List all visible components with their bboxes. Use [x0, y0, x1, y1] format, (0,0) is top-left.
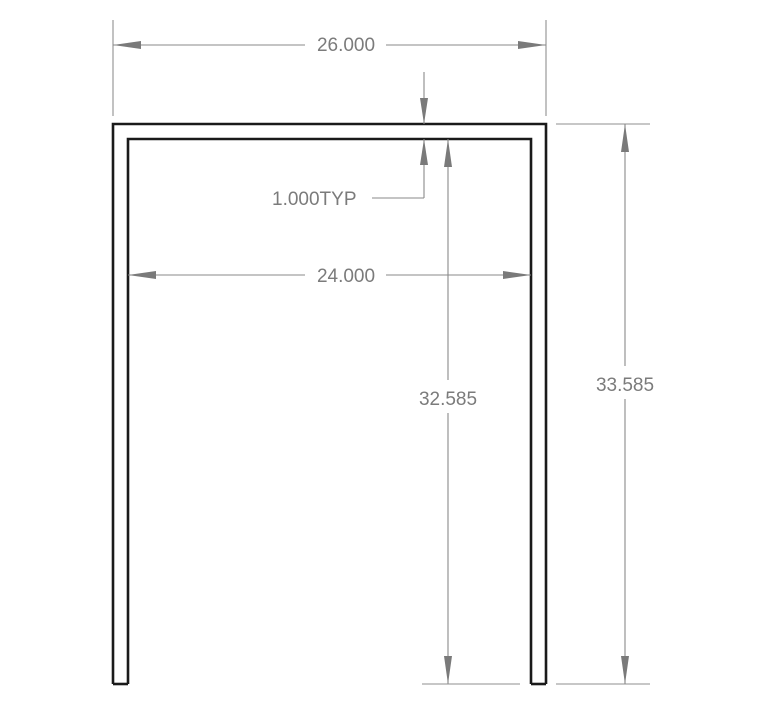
- inner-height-dimension: 32.585: [419, 139, 520, 685]
- inner-width-dimension: 24.000: [128, 266, 531, 287]
- overall-width-label: 26.000: [317, 35, 375, 56]
- thickness-arrowhead-down: [420, 98, 428, 124]
- arrowhead-right: [503, 271, 531, 279]
- arrowhead-left: [128, 271, 156, 279]
- inner-height-label: 32.585: [419, 389, 477, 410]
- arrowhead-bottom: [444, 656, 452, 684]
- overall-height-label: 33.585: [596, 375, 654, 396]
- thickness-label: 1.000TYP: [272, 189, 357, 210]
- arrowhead-top: [621, 124, 629, 152]
- overall-width-dimension: 26.000: [112, 20, 547, 116]
- arrowhead-right: [518, 41, 546, 49]
- arrowhead-left: [113, 41, 141, 49]
- overall-height-dimension: 33.585: [556, 123, 654, 685]
- inner-outline: [126, 137, 533, 684]
- inner-width-label: 24.000: [317, 266, 375, 287]
- arrowhead-top: [444, 139, 452, 167]
- outer-outline: [111, 122, 548, 684]
- thickness-dimension: 1.000TYP: [272, 72, 428, 210]
- channel-profile: [111, 122, 548, 686]
- thickness-arrowhead-up: [420, 139, 428, 165]
- arrowhead-bottom: [621, 656, 629, 684]
